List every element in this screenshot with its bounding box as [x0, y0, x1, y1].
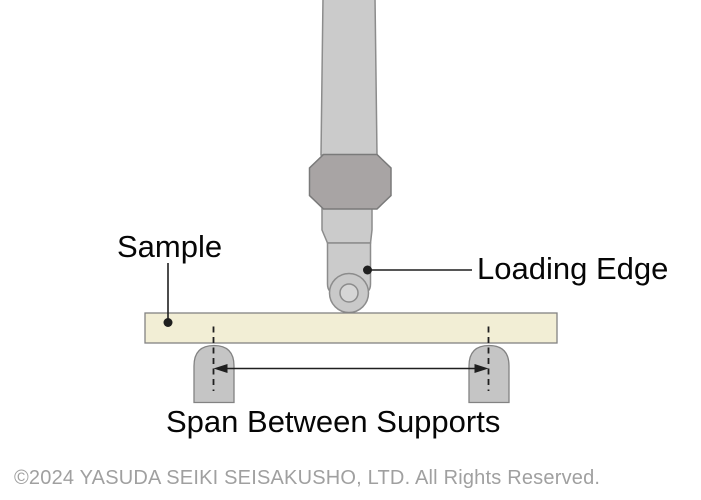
sample-leader-dot [163, 318, 173, 327]
span-arrow-head-left [213, 364, 228, 373]
sample-label: Sample [117, 229, 223, 264]
loading-shaft [320, 0, 378, 156]
loading-edge-label: Loading Edge [477, 251, 669, 286]
copyright-text: ©2024 YASUDA SEIKI SEISAKUSHO, LTD. All … [14, 467, 601, 489]
loading-edge-roller-hub [339, 283, 359, 303]
shaft-nut [308, 153, 392, 210]
span-arrow-head-right [474, 364, 489, 373]
shaft-lower-section [321, 207, 373, 244]
loading-edge-leader-dot [363, 265, 372, 275]
span-between-supports-label: Span Between Supports [166, 404, 501, 439]
sample-bar [144, 312, 558, 344]
